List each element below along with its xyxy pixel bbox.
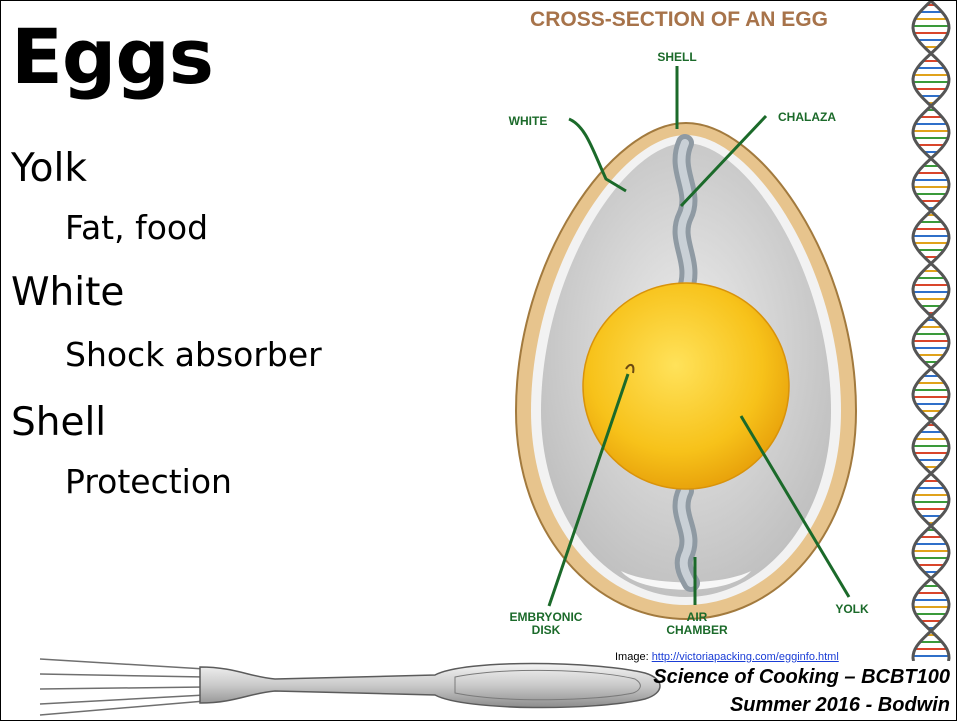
sub-bullet-yolk: Fat, food [65, 211, 208, 244]
diagram-heading: CROSS-SECTION OF AN EGG [530, 8, 828, 31]
label-shell: SHELL [657, 50, 696, 64]
bullet-yolk: Yolk [11, 149, 87, 188]
sub-bullet-white: Shock absorber [65, 338, 322, 371]
egg-cross-section-diagram: CROSS-SECTION OF AN EGG [451, 1, 921, 651]
label-embryonic-2: DISK [532, 623, 561, 637]
label-embryonic-1: EMBRYONIC [510, 610, 583, 624]
label-yolk: YOLK [835, 602, 869, 616]
yolk-shape [583, 283, 789, 489]
slide-title: Eggs [11, 19, 213, 95]
bullet-white: White [11, 273, 124, 312]
label-air-2: CHAMBER [666, 623, 728, 637]
label-white: WHITE [509, 114, 548, 128]
label-air-1: AIR [687, 610, 708, 624]
bullet-shell: Shell [11, 403, 106, 442]
dna-helix-decoration [906, 1, 956, 661]
credit-prefix: Image: [615, 651, 652, 663]
fork-decoration [35, 649, 675, 721]
footer-term: Summer 2016 - Bodwin [730, 694, 950, 717]
sub-bullet-shell: Protection [65, 465, 232, 498]
footer-course: Science of Cooking – BCBT100 [653, 666, 950, 689]
image-credit: Image: http://victoriapacking.com/egginf… [615, 651, 839, 663]
credit-link[interactable]: http://victoriapacking.com/egginfo.html [652, 651, 839, 663]
label-chalaza: CHALAZA [778, 110, 836, 124]
